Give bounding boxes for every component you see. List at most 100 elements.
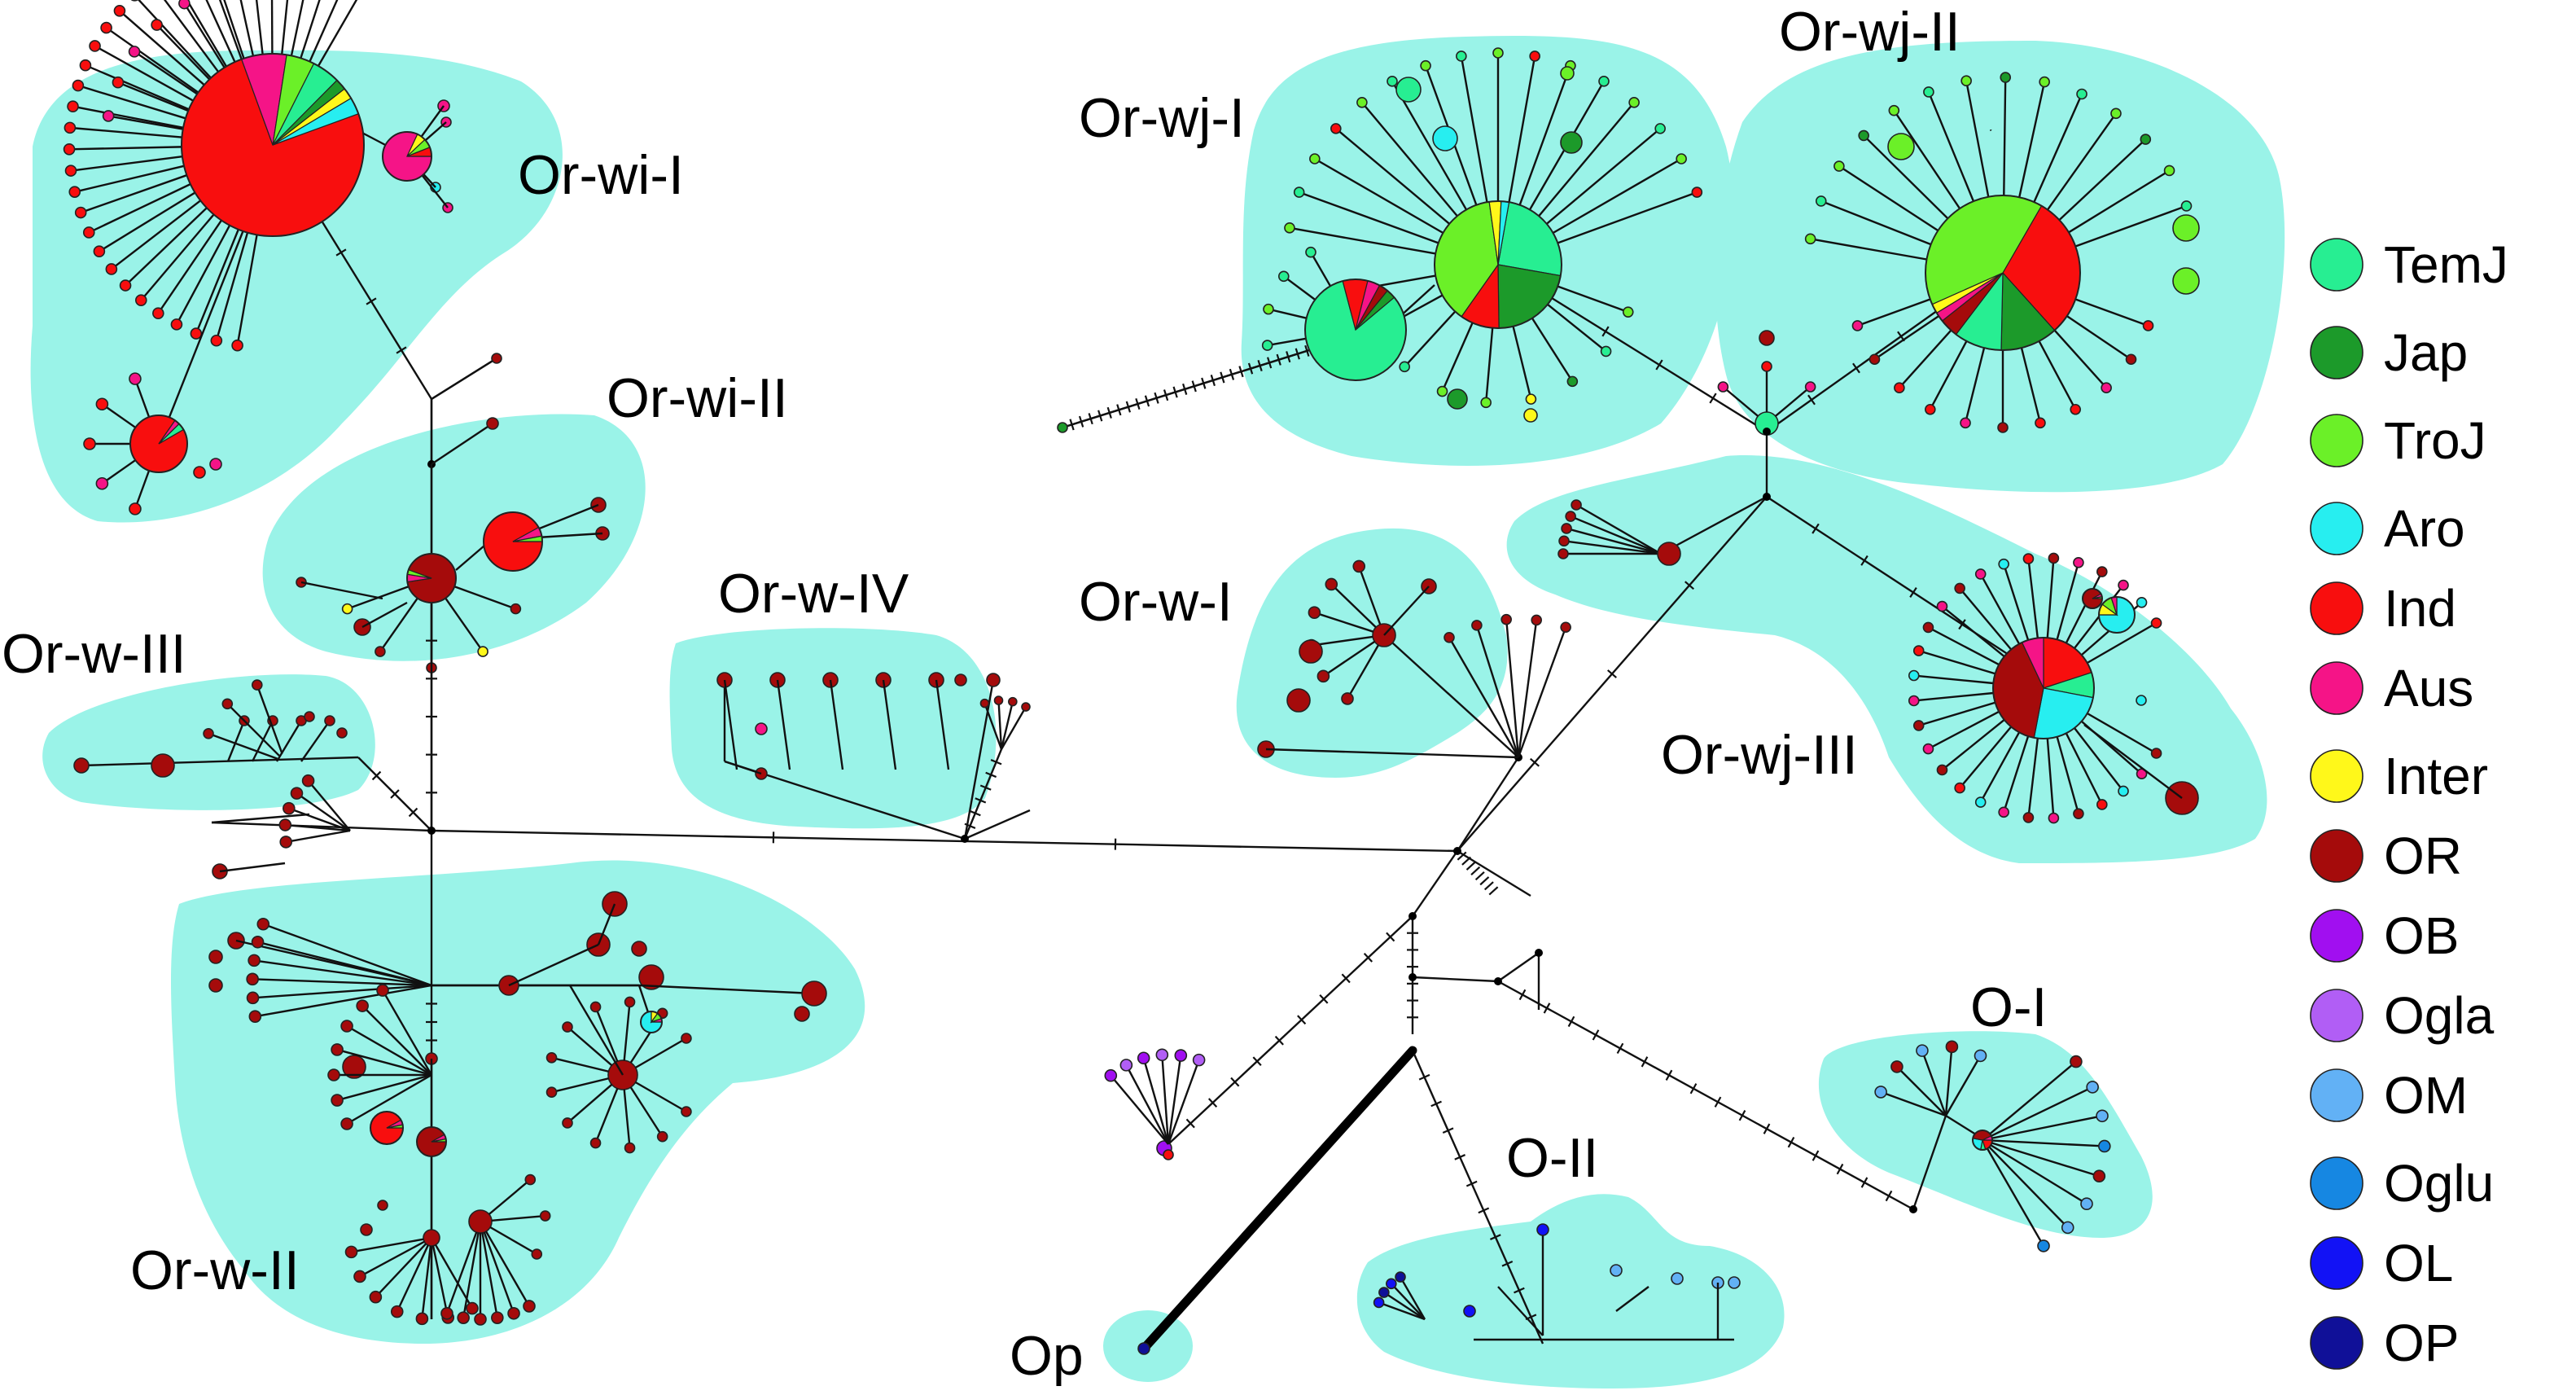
spoke-edge (1505, 619, 1520, 758)
haplotype-node-or (681, 1033, 692, 1044)
haplotype-node-troj (1622, 306, 1634, 318)
mutation-mark (1787, 1136, 1795, 1148)
pie-outline (129, 415, 188, 473)
spoke-edge (1880, 1090, 1947, 1117)
spoke-edge (125, 207, 208, 287)
legend-swatch-jap (2310, 326, 2364, 379)
haplotype-node-aus (1717, 381, 1729, 393)
haplotype-node-ind (95, 397, 109, 411)
mutation-mark (1807, 394, 1816, 406)
spoke-edge (1545, 127, 1661, 225)
spoke-edge (634, 1081, 687, 1113)
region-or-w-ii (171, 860, 865, 1344)
legend-item-troj: TroJ (2310, 411, 2486, 470)
haplotype-node-or (1531, 614, 1542, 626)
mutation-mark (1592, 1029, 1600, 1041)
spoke-edge (1267, 337, 1307, 347)
spoke-edge (1167, 1059, 1200, 1145)
edge (963, 679, 995, 840)
spoke-edge (445, 1231, 478, 1314)
haplotype-node-or (1352, 559, 1366, 573)
haplotype-node-troj (1833, 160, 1845, 172)
haplotype-node-troj (1676, 153, 1687, 165)
mutation-mark (1909, 587, 1917, 598)
spoke-edge (1518, 65, 1572, 206)
haplotype-node-or (221, 698, 234, 710)
mutation-mark (1714, 1096, 1722, 1108)
haplotype-node-aus (1998, 806, 2009, 818)
cluster-label-or-wj-i: Or-wj-I (1079, 87, 1245, 149)
haplotype-node-or (545, 1051, 558, 1064)
spoke-edge (567, 1026, 613, 1067)
haplotype-node-or (794, 1006, 810, 1022)
haplotype-node-aus (1936, 600, 1948, 612)
haplotype-node-or (251, 679, 263, 691)
spoke-edge (252, 984, 432, 999)
spoke-edge (1000, 706, 1027, 750)
spoke-edge (2003, 564, 2030, 641)
haplotype-node-ind (72, 79, 85, 92)
haplotype-node-or (523, 1300, 536, 1313)
spoke-edge (1391, 81, 1468, 211)
edge (1383, 634, 1519, 758)
edge (1456, 757, 1520, 852)
edge (455, 545, 485, 571)
haplotype-node-or (1325, 577, 1338, 591)
spoke-edge (74, 165, 185, 193)
haplotype-node-or (390, 1305, 404, 1318)
spoke-edge (1299, 191, 1439, 244)
haplotype-node-or (1558, 535, 1570, 547)
spoke-edge (236, 235, 258, 346)
spoke-edge (85, 64, 190, 111)
spoke-edge (286, 829, 351, 844)
haplotype-node-or (631, 941, 647, 957)
spoke-edge (2065, 732, 2103, 805)
edge (964, 809, 1031, 840)
spoke-edge (296, 792, 351, 831)
legend-swatch-temj (2310, 238, 2364, 292)
spoke-edge (2056, 736, 2080, 814)
spoke-edge (1404, 310, 1457, 368)
spoke-edge (1289, 226, 1436, 255)
mutation-mark (335, 248, 347, 257)
spoke-edge (1986, 1147, 2045, 1247)
spoke-edge (1358, 566, 1382, 625)
haplotype-node-ind (2142, 320, 2154, 331)
pie-outline (181, 53, 365, 237)
haplotype-node-or (151, 753, 175, 778)
haplotype-node-or (1008, 696, 1018, 707)
mutation-mark (1543, 1002, 1551, 1014)
spoke-edge (1360, 102, 1458, 217)
region-o-ii (1356, 1194, 1785, 1388)
mutation-mark (1860, 555, 1868, 566)
haplotype-node-or (1997, 422, 2009, 433)
spoke-edge (252, 978, 432, 987)
haplotype-node-ind (130, 0, 138, 2)
median-vector (1408, 912, 1417, 920)
edge (597, 903, 616, 945)
haplotype-node-troj (1356, 97, 1368, 108)
spoke-edge (1314, 612, 1374, 633)
cluster-label-or-wi-i: Or-wi-I (518, 144, 684, 206)
mutation-mark (1601, 326, 1610, 337)
haplotype-node-troj (1436, 385, 1448, 397)
edge (1497, 1286, 1544, 1336)
edge (211, 821, 432, 832)
spoke-edge (1346, 644, 1380, 700)
spoke-edge (1335, 127, 1451, 225)
haplotype-node-or (979, 698, 990, 708)
spoke-edge (140, 213, 215, 301)
mutation-mark (1418, 1073, 1430, 1081)
haplotype-node-temj (1654, 123, 1666, 134)
haplotype-node-ind (210, 334, 223, 347)
haplotype-node-aro (2136, 695, 2147, 706)
spoke-edge (99, 191, 196, 252)
legend-label-jap: Jap (2384, 323, 2468, 382)
region-or-w-iii (42, 674, 375, 810)
spoke-edge (1929, 340, 1968, 410)
haplotype-node-or (304, 711, 315, 722)
edge (211, 813, 310, 824)
spoke-edge (70, 155, 183, 172)
pie-outline (416, 1126, 447, 1157)
median-vector (1453, 847, 1461, 855)
